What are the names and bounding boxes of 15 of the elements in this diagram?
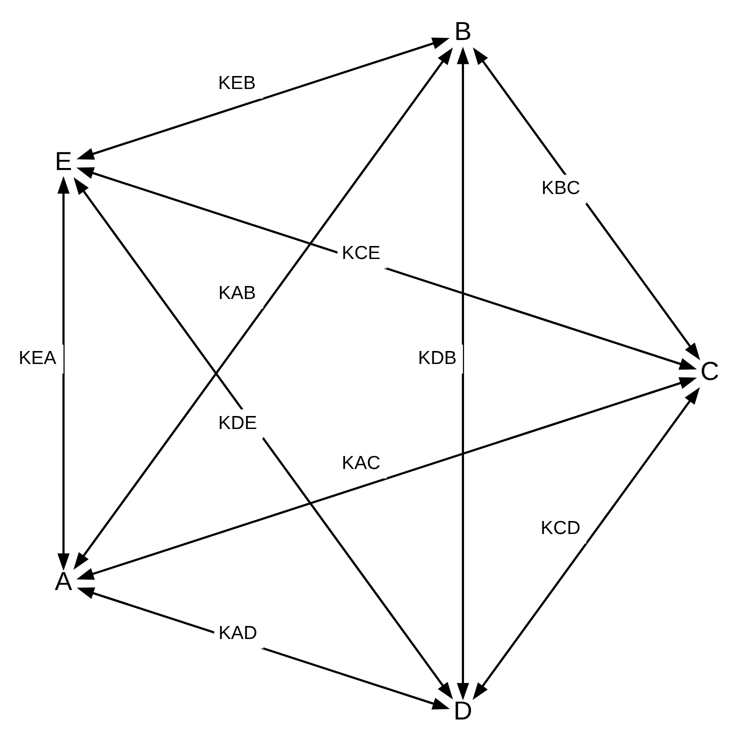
node-text: D	[454, 696, 472, 726]
node-text: C	[700, 356, 720, 386]
edge-label: KEB	[218, 72, 256, 94]
edge-label: KAD	[218, 622, 258, 643]
edge-label: KEA	[18, 347, 56, 368]
edge-label: KAC	[342, 452, 380, 473]
edge-label: KDE	[218, 412, 258, 433]
edge-label: KCE	[342, 242, 380, 263]
node-text: B	[454, 16, 472, 46]
node-text: A	[54, 566, 72, 596]
edge-label: KCD	[540, 516, 580, 538]
node-text: E	[54, 146, 72, 176]
edge-label: KAB	[218, 282, 256, 304]
edge-label: KBC	[542, 177, 580, 198]
edge-label: KDB	[418, 347, 457, 368]
